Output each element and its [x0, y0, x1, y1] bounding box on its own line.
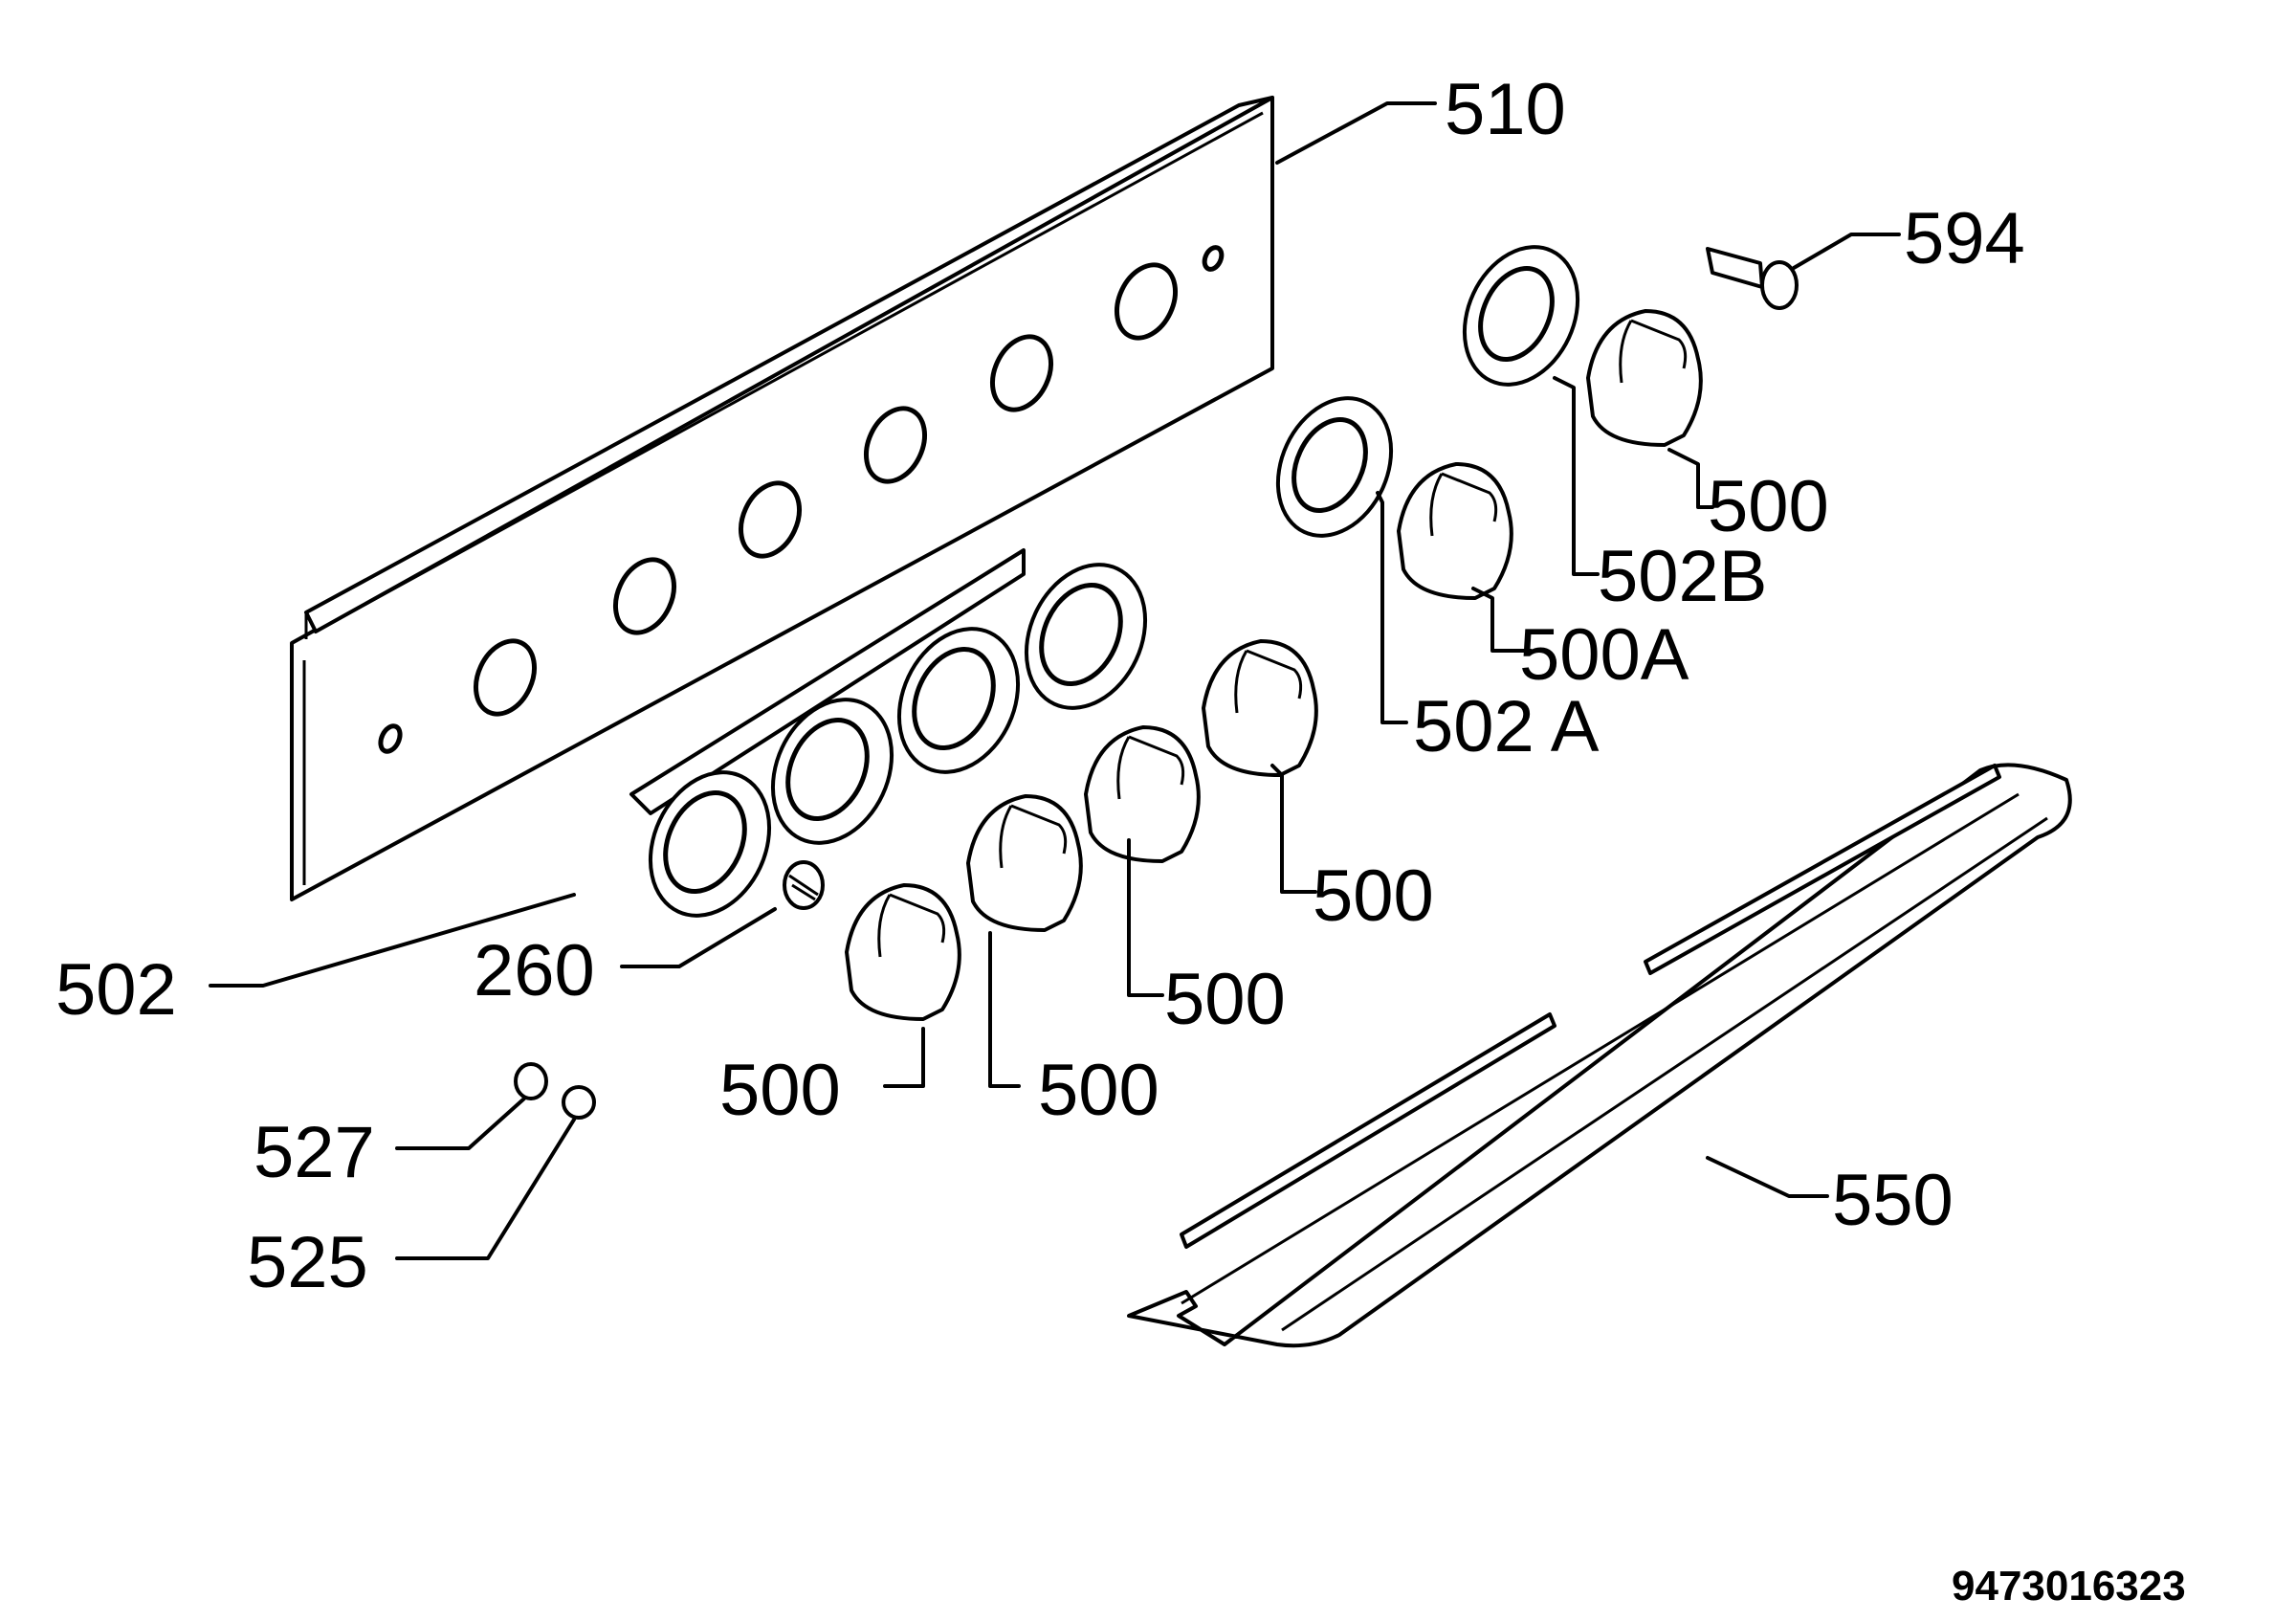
leader-lines: [209, 101, 1901, 1260]
bezel-502B: [1462, 245, 1580, 387]
label-500-c: 500: [1164, 959, 1286, 1040]
knob-500-front-2: [966, 794, 1083, 932]
knob-500-front-4: [1202, 639, 1318, 777]
trim-strip-550: [1127, 763, 2072, 1348]
cap-525: [562, 1085, 596, 1120]
spring-260: [783, 860, 825, 910]
knob-500-front-3: [1084, 725, 1201, 863]
label-502A: 502 A: [1413, 686, 1600, 767]
label-502B: 502B: [1598, 536, 1768, 617]
label-502: 502: [55, 949, 177, 1031]
bezel-502A: [1275, 396, 1394, 538]
label-510: 510: [1445, 69, 1566, 150]
knob-500-top: [1586, 309, 1703, 447]
label-500-b: 500: [1313, 855, 1434, 937]
label-550: 550: [1832, 1160, 1954, 1241]
label-500-a: 500: [1708, 466, 1829, 547]
cap-527: [514, 1062, 548, 1100]
label-594: 594: [1904, 198, 2025, 279]
bezel-assembly-502: [629, 548, 1148, 918]
control-panel-510: [290, 96, 1274, 901]
drawing-number: 9473016323: [1952, 1563, 2186, 1610]
knob-500A: [1397, 462, 1513, 600]
label-525: 525: [247, 1222, 368, 1303]
label-527: 527: [254, 1112, 375, 1193]
knob-500-front-1: [845, 883, 961, 1021]
label-500-d: 500: [1038, 1050, 1159, 1131]
pin-594: [1706, 247, 1799, 310]
label-500A: 500A: [1519, 614, 1689, 696]
label-260: 260: [474, 930, 595, 1011]
label-500-e: 500: [719, 1050, 841, 1131]
